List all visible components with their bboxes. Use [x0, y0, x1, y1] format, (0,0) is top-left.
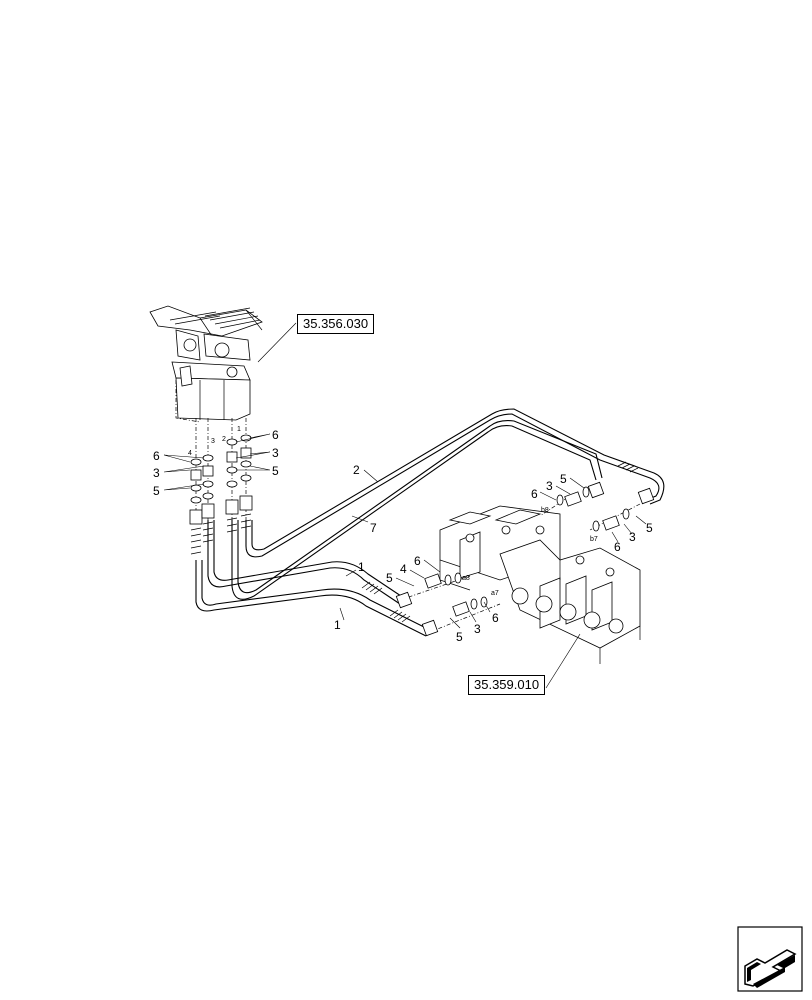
callout-3-b8: 3 [546, 479, 553, 493]
callout-3-a7: 3 [474, 622, 481, 636]
callout-6-b8: 6 [531, 487, 538, 501]
leader-lines [163, 322, 647, 689]
callout-5-right: 5 [272, 464, 279, 478]
valve-port-b8-label: b8 [541, 507, 549, 514]
callout-hose-1-lower: 1 [334, 618, 341, 632]
callout-6-right: 6 [272, 428, 279, 442]
callout-5-left: 5 [153, 484, 160, 498]
valve-fittings [395, 481, 655, 637]
callout-4-a8: 4 [400, 562, 407, 576]
pedal-port-1-label: 1 [237, 426, 241, 433]
callout-hose-1-upper: 1 [358, 560, 365, 574]
valve-port-a7-label: a7 [491, 590, 499, 597]
control-valve-reference[interactable]: 35.359.010 [468, 675, 546, 695]
pedal-port-4-label: 4 [188, 450, 192, 457]
callout-6-b7: 6 [614, 540, 621, 554]
foot-pedal-assembly [149, 305, 263, 423]
pedal-port-3-label: 3 [211, 438, 215, 445]
callout-6-a8: 6 [414, 554, 421, 568]
callout-5-b8: 5 [560, 472, 567, 486]
callout-hose-7: 7 [370, 521, 377, 535]
port-labels: 4 3 2 1 a8 b8 a7 b7 [188, 426, 598, 597]
callout-5-a7: 5 [456, 630, 463, 644]
callout-hose-2: 2 [353, 463, 360, 477]
previous-page-arrow-icon[interactable] [737, 926, 803, 992]
callout-3-b7: 3 [629, 530, 636, 544]
callout-labels: 6 3 5 6 3 5 2 7 1 1 5 4 6 5 3 6 6 3 5 6 … [153, 428, 653, 644]
callout-5-b7: 5 [646, 521, 653, 535]
hoses [195, 408, 665, 637]
callout-3-right: 3 [272, 446, 279, 460]
callout-3-left: 3 [153, 466, 160, 480]
pedal-fittings [189, 434, 253, 555]
callout-6-left: 6 [153, 449, 160, 463]
pedal-assembly-reference[interactable]: 35.356.030 [297, 314, 375, 334]
callout-6-a7: 6 [492, 611, 499, 625]
pedal-port-2-label: 2 [222, 436, 226, 443]
valve-port-b7-label: b7 [590, 536, 598, 543]
callout-5-a8: 5 [386, 571, 393, 585]
valve-port-a8-label: a8 [462, 575, 470, 582]
control-valve-block [439, 505, 641, 664]
